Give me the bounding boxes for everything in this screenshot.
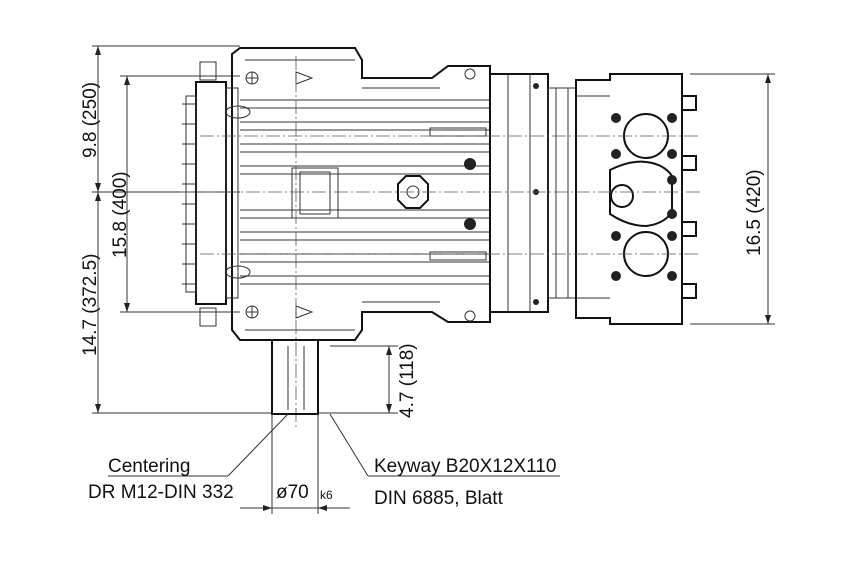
right-dimension-lines bbox=[690, 73, 775, 325]
shaft-fit: k6 bbox=[320, 488, 333, 502]
shaft-diameter: ø70 bbox=[276, 482, 309, 503]
drive-shaft bbox=[108, 339, 560, 514]
pump-body bbox=[180, 47, 700, 430]
left-dimension-lines bbox=[92, 45, 272, 414]
dim-118: 4.7 (118) bbox=[397, 343, 418, 418]
dim-420: 16.5 (420) bbox=[744, 169, 765, 256]
head-bolts bbox=[611, 113, 677, 281]
centering-spec: DR M12-DIN 332 bbox=[88, 482, 234, 503]
cover-bolts bbox=[182, 103, 196, 285]
dim-372: 14.7 (372.5) bbox=[80, 254, 101, 356]
keyway-label: Keyway B20X12X110 bbox=[374, 456, 556, 477]
keyway-spec: DIN 6885, Blatt bbox=[374, 488, 504, 509]
dim-400: 15.8 (400) bbox=[110, 171, 131, 258]
shaft-dimension-lines bbox=[318, 345, 398, 414]
centering-label: Centering bbox=[108, 456, 190, 477]
dim-250: 9.8 (250) bbox=[80, 82, 101, 158]
